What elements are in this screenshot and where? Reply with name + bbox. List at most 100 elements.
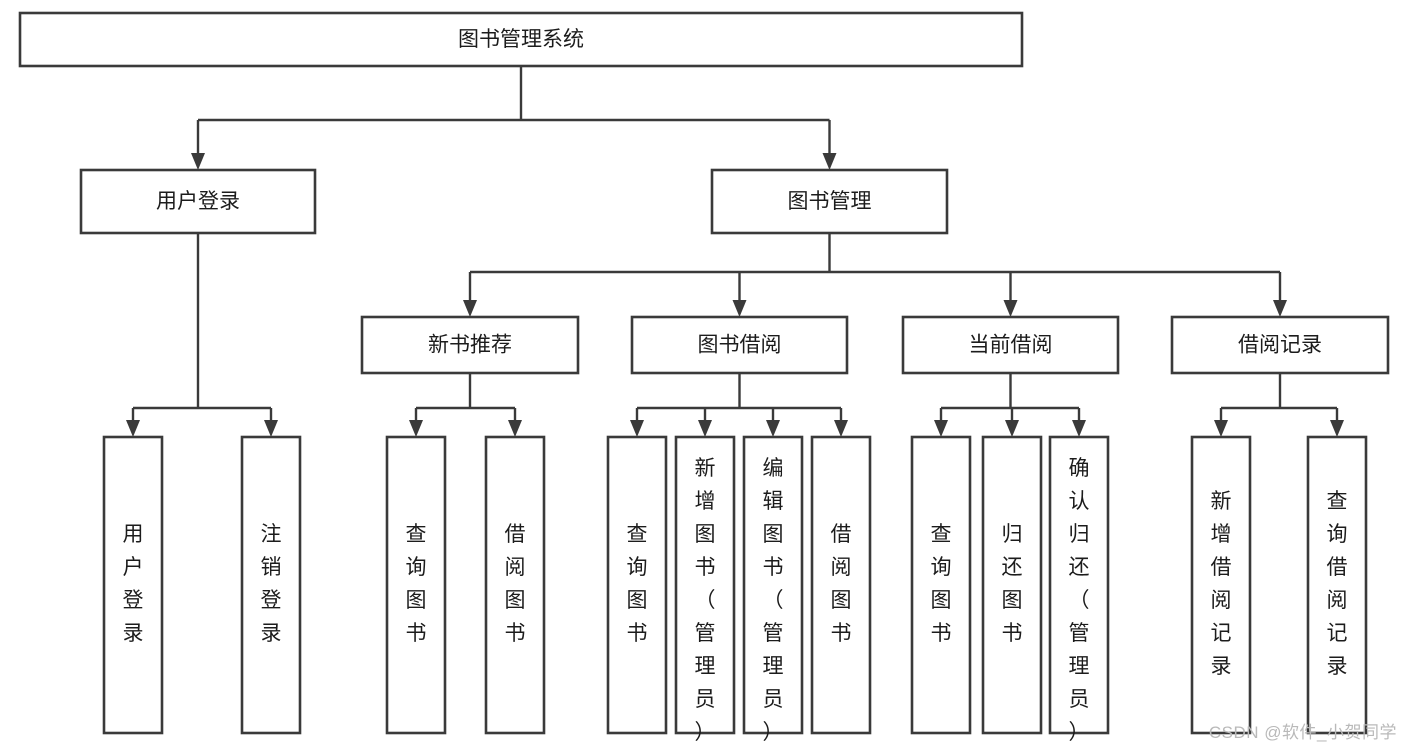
node-box[interactable]: [674, 435, 736, 735]
edge-arrowhead: [508, 420, 522, 437]
edge-arrowhead: [1214, 420, 1228, 437]
node-label-char: 员: [763, 688, 784, 711]
node-label-char: 图: [1002, 589, 1023, 612]
edge-arrowhead: [934, 420, 948, 437]
node-box[interactable]: [1048, 435, 1110, 735]
node-label-char: （: [763, 589, 784, 612]
edge-arrowhead: [1005, 420, 1019, 437]
node-label-char: 书: [627, 622, 648, 645]
edge-arrowhead: [409, 420, 423, 437]
tree-node[interactable]: 用户登录: [102, 435, 164, 735]
node-label-char: 理: [763, 655, 784, 678]
edge-arrowhead: [1330, 420, 1344, 437]
node-box[interactable]: [484, 435, 546, 735]
node-box[interactable]: [1190, 435, 1252, 735]
node-box[interactable]: [385, 435, 447, 735]
node-label-char: 录: [123, 622, 144, 645]
node-label: 图书管理系统: [458, 28, 584, 51]
node-box[interactable]: [710, 168, 949, 235]
edge-arrowhead: [766, 420, 780, 437]
node-label-char: 确: [1069, 457, 1090, 480]
node-box[interactable]: [360, 315, 580, 375]
edge-arrowhead: [1003, 300, 1018, 317]
node-label-char: 询: [406, 556, 427, 579]
node-label-char: 录: [1211, 655, 1232, 678]
node-label-char: 图: [627, 589, 648, 612]
edge-arrowhead: [834, 420, 848, 437]
tree-node[interactable]: 用户登录: [79, 168, 317, 235]
tree-node[interactable]: 当前借阅: [901, 315, 1120, 375]
node-label-char: 查: [406, 523, 427, 546]
node-box[interactable]: [102, 435, 164, 735]
node-label-char: 户: [123, 556, 144, 579]
node-label-char: 用: [123, 523, 144, 546]
tree-node[interactable]: 借阅记录: [1170, 315, 1390, 375]
node-label-char: （: [695, 589, 716, 612]
node-label-char: 编: [763, 457, 784, 480]
node-label-char: 借: [1211, 556, 1232, 579]
node-label-char: 增: [695, 490, 716, 513]
node-label-char: 书: [1002, 622, 1023, 645]
node-label-char: 询: [627, 556, 648, 579]
node-label-char: 销: [261, 556, 282, 579]
node-label-char: 辑: [763, 490, 784, 513]
edge-arrowhead: [264, 420, 278, 437]
node-label-char: 录: [1327, 655, 1348, 678]
node-box[interactable]: [240, 435, 302, 735]
node-label-char: 借: [505, 523, 526, 546]
node-label-char: 归: [1069, 523, 1090, 546]
node-label-char: 记: [1211, 622, 1232, 645]
node-label: 用户登录: [156, 190, 240, 213]
edge-arrowhead: [463, 300, 477, 317]
node-label-char: 书: [505, 622, 526, 645]
node-label-char: ）: [1069, 721, 1090, 744]
node-box[interactable]: [630, 315, 849, 375]
node-box[interactable]: [742, 435, 804, 735]
node-label-char: 查: [1327, 490, 1348, 513]
node-label-char: 员: [695, 688, 716, 711]
node-box[interactable]: [1170, 315, 1390, 375]
node-box[interactable]: [810, 435, 872, 735]
node-label: 当前借阅: [969, 334, 1053, 357]
node-label-char: 图: [406, 589, 427, 612]
edge-arrowhead: [732, 300, 747, 317]
node-label-char: 借: [831, 523, 852, 546]
node-label-char: 管: [763, 622, 784, 645]
node-label-char: 询: [931, 556, 952, 579]
node-label-char: 图: [831, 589, 852, 612]
node-label-char: 管: [695, 622, 716, 645]
node-box[interactable]: [79, 168, 317, 235]
node-box[interactable]: [1306, 435, 1368, 735]
node-box[interactable]: [910, 435, 972, 735]
node-label-char: ）: [695, 721, 716, 744]
edge-arrowhead: [126, 420, 140, 437]
node-box[interactable]: [901, 315, 1120, 375]
node-box[interactable]: [606, 435, 668, 735]
node-label-char: （: [1069, 589, 1090, 612]
node-label-char: 还: [1002, 556, 1023, 579]
node-label-char: 新: [1211, 490, 1232, 513]
node-box[interactable]: [981, 435, 1043, 735]
tree-node[interactable]: 图书借阅: [630, 315, 849, 375]
node-box[interactable]: [18, 11, 1024, 68]
tree-node[interactable]: 图书管理: [710, 168, 949, 235]
node-label-char: 图: [763, 523, 784, 546]
edge-arrowhead: [1273, 300, 1287, 317]
node-label-char: 图: [695, 523, 716, 546]
tree-node[interactable]: 图书管理系统: [18, 11, 1024, 68]
node-label: 图书管理: [788, 190, 872, 213]
tree-node[interactable]: 新书推荐: [360, 315, 580, 375]
